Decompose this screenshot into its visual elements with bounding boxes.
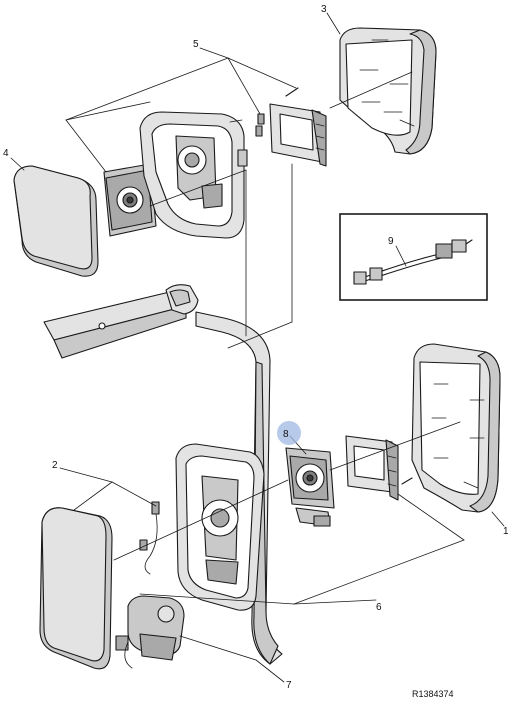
upper-actuator-plate bbox=[103, 163, 157, 237]
part-1-lower-cover bbox=[411, 343, 501, 513]
part-3-upper-cover bbox=[339, 27, 437, 155]
lower-mirror-housing bbox=[175, 443, 265, 611]
callout-3: 3 bbox=[321, 4, 327, 15]
part-2-lower-glass bbox=[39, 501, 160, 670]
part-5-upper-bracket bbox=[255, 87, 327, 167]
callout-7: 7 bbox=[286, 680, 292, 691]
part-9-wiring-inset bbox=[339, 213, 488, 301]
upper-mirror-housing bbox=[139, 111, 248, 239]
callout-5: 5 bbox=[193, 39, 199, 50]
callout-8: 8 bbox=[283, 429, 289, 440]
reference-code: R1384374 bbox=[412, 689, 454, 699]
mounting-arm bbox=[43, 284, 283, 665]
callout-6: 6 bbox=[376, 602, 382, 613]
callout-9: 9 bbox=[388, 236, 394, 247]
callout-1: 1 bbox=[503, 526, 509, 537]
callout-2: 2 bbox=[52, 460, 58, 471]
lower-clamp-motor bbox=[115, 595, 185, 669]
callout-4: 4 bbox=[3, 148, 9, 159]
highlight-marker bbox=[277, 421, 301, 445]
part-4-upper-glass bbox=[13, 165, 99, 277]
lower-bracket-frame bbox=[345, 435, 413, 501]
part-8-lower-actuator bbox=[285, 447, 335, 527]
